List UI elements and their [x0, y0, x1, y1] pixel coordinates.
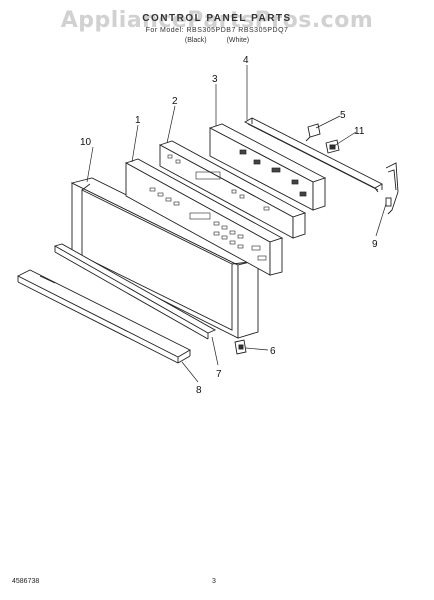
callout-7: 7 — [216, 369, 222, 380]
callout-9: 9 — [372, 239, 378, 250]
part-11-bracket — [325, 139, 340, 154]
callout-8: 8 — [196, 385, 202, 396]
callout-1: 1 — [135, 115, 141, 126]
callout-numbers: 1 2 3 4 5 6 7 8 9 10 11 — [80, 55, 378, 396]
part-2-touch-panel — [158, 140, 307, 239]
leader-lines — [86, 65, 387, 383]
part-8-bottom-trim — [16, 269, 191, 364]
callout-3: 3 — [212, 74, 218, 85]
model-numbers: For Model: RBS305PDB7 RBS305PDQ7 — [145, 27, 289, 34]
page-title: CONTROL PANEL PARTS — [142, 13, 292, 24]
watermark: AppliancePartsPros.com — [60, 8, 374, 33]
part-7-trim — [53, 243, 217, 340]
part-5-clip — [305, 123, 321, 142]
part-4-rail — [244, 117, 383, 193]
callout-5: 5 — [340, 110, 346, 121]
callout-10: 10 — [80, 137, 92, 148]
part-3-control-board — [208, 123, 327, 211]
callout-6: 6 — [270, 346, 276, 357]
part-1-overlay — [124, 158, 284, 276]
part-6-clip — [234, 339, 247, 355]
callout-2: 2 — [172, 96, 178, 107]
document-number: 4586738 — [12, 578, 40, 585]
color-variants: (Black) (White) — [184, 37, 250, 44]
part-9-bracket — [385, 162, 399, 215]
page-number: 3 — [212, 578, 216, 585]
callout-4: 4 — [243, 55, 249, 66]
callout-11: 11 — [354, 126, 365, 137]
